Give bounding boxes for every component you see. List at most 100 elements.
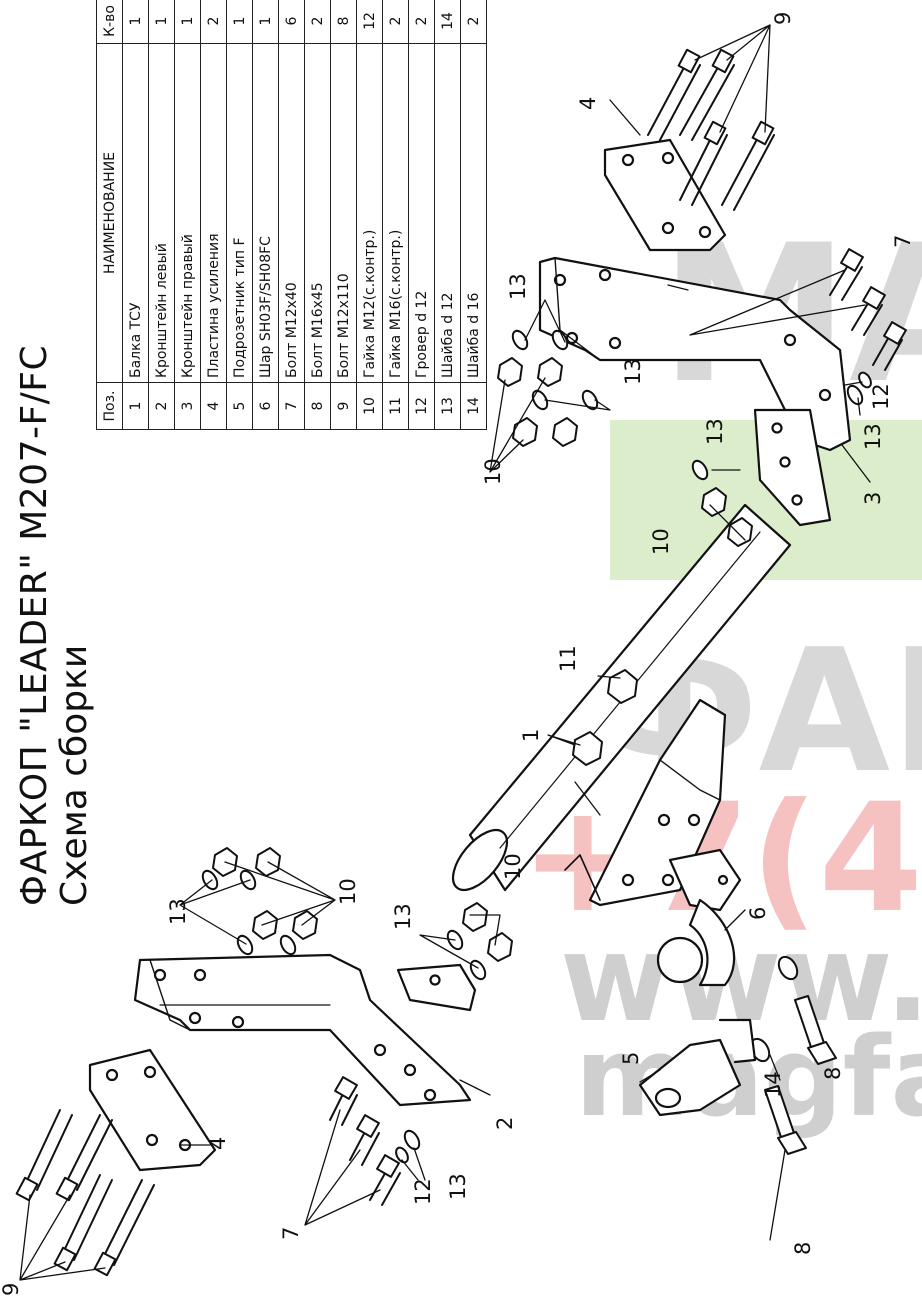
callout-13b: 13 <box>621 358 645 385</box>
callout-13c: 13 <box>703 418 727 445</box>
parts-table-header-qty: К-во <box>96 0 123 44</box>
parts-table-cell-pos: 3 <box>174 382 201 430</box>
parts-table-cell-pos: 5 <box>226 382 253 430</box>
callout-11: 11 <box>556 645 580 672</box>
part-11-nuts <box>572 669 638 766</box>
parts-table-cell-name: Гайка М12(с.контр.) <box>356 43 383 383</box>
parts-table-cell-pos: 7 <box>278 382 305 430</box>
parts-table-cell-qty: 2 <box>408 0 435 44</box>
parts-table-cell-qty: 2 <box>460 0 487 44</box>
parts-table-cell-name: Пластина усиления <box>200 43 227 383</box>
parts-table-cell-pos: 11 <box>382 382 409 430</box>
parts-table-cell-qty: 1 <box>122 0 149 44</box>
parts-table-cell-name: Балка ТСУ <box>122 43 149 383</box>
parts-table-cell-qty: 14 <box>434 0 461 44</box>
part-9-bolts-top <box>647 48 775 211</box>
parts-table-cell-pos: 6 <box>252 382 279 430</box>
part-8-bolts <box>764 995 837 1155</box>
part-14-washers <box>749 955 799 1063</box>
part-4-reinforcement-plate-top <box>603 138 727 252</box>
callout-5: 5 <box>619 1052 643 1065</box>
callout-4b: 4 <box>206 1137 230 1150</box>
callout-13e: 13 <box>391 903 415 930</box>
callout-7b: 7 <box>279 1227 303 1240</box>
drawing-subtitle: Схема сборки <box>54 644 95 906</box>
callout-2: 2 <box>493 1117 517 1130</box>
callout-13a: 13 <box>506 273 530 300</box>
parts-table-cell-name: Шайба d 12 <box>434 43 461 383</box>
callout-10b: 10 <box>649 528 673 555</box>
parts-table-cell-name: Подрозетник тип F <box>226 43 253 383</box>
leader-lines <box>19 24 871 1281</box>
parts-table-cell-qty: 2 <box>200 0 227 44</box>
parts-table-cell-pos: 4 <box>200 382 227 430</box>
callout-3: 3 <box>861 492 885 505</box>
parts-table-cell-pos: 10 <box>356 382 383 430</box>
parts-table-cell-name: Шайба d 16 <box>460 43 487 383</box>
part-4-reinforcement-plate-bottom <box>88 1048 217 1172</box>
parts-table-cell-qty: 12 <box>356 0 383 44</box>
callout-14: 14 <box>761 1071 785 1098</box>
parts-table-cell-name: Болт М12х40 <box>278 43 305 383</box>
callout-8a: 8 <box>821 1067 845 1080</box>
callout-6: 6 <box>746 907 770 920</box>
callout-9b: 9 <box>0 1283 23 1296</box>
callout-9a: 9 <box>771 12 795 25</box>
parts-table-cell-name: Гровер d 12 <box>408 43 435 383</box>
parts-table-cell-qty: 1 <box>148 0 175 44</box>
part-1-beam <box>451 503 792 907</box>
callout-numbers: 1 2 3 4 4 5 6 7 7 8 8 9 9 10 10 10 10 11… <box>0 12 915 1296</box>
parts-table-header-name: НАИМЕНОВАНИЕ <box>96 43 123 383</box>
parts-table-cell-name: Болт М16х45 <box>304 43 331 383</box>
parts-table-cell-qty: 2 <box>304 0 331 44</box>
parts-table-cell-qty: 1 <box>226 0 253 44</box>
parts-table-cell-pos: 9 <box>330 382 357 430</box>
parts-table-cell-pos: 1 <box>122 382 149 430</box>
parts-table-cell-pos: 13 <box>434 382 461 430</box>
part-3-right-bracket <box>538 256 852 527</box>
callout-13d: 13 <box>861 423 885 450</box>
callout-4a: 4 <box>576 97 600 110</box>
parts-table-cell-qty: 1 <box>252 0 279 44</box>
callout-12a: 12 <box>869 383 893 410</box>
drawing-title: ФАРКОП "LEADER" M207-F/FC <box>14 344 55 906</box>
parts-table-cell-qty: 6 <box>278 0 305 44</box>
callout-10c: 10 <box>501 853 525 880</box>
part-7-bolts-left <box>329 1076 401 1206</box>
callout-10a: 10 <box>481 458 505 485</box>
part-2-left-bracket <box>133 953 477 1107</box>
part-13-washers <box>201 329 864 1151</box>
callout-1: 1 <box>519 729 543 742</box>
parts-table-cell-pos: 12 <box>408 382 435 430</box>
parts-table-cell-pos: 14 <box>460 382 487 430</box>
parts-table-header-row: Поз. НАИМЕНОВАНИЕ К-во <box>96 0 123 430</box>
part-6-tow-ball <box>656 848 742 987</box>
parts-table-cell-name: Гайка М16(с.контр.) <box>382 43 409 383</box>
parts-table-cell-name: Болт М12х110 <box>330 43 357 383</box>
part-7-bolts-right <box>829 248 907 371</box>
callout-13f: 13 <box>166 898 190 925</box>
parts-table-header-pos: Поз. <box>96 382 123 430</box>
parts-table-cell-name: Кронштейн левый <box>148 43 175 383</box>
parts-table-cell-name: Шар SH03F/SH08FC <box>252 43 279 383</box>
part-5-socket-bracket <box>638 1018 757 1117</box>
parts-table-cell-name: Кронштейн правый <box>174 43 201 383</box>
parts-table-cell-qty: 2 <box>382 0 409 44</box>
parts-table-cell-pos: 8 <box>304 382 331 430</box>
parts-table-cell-pos: 2 <box>148 382 175 430</box>
